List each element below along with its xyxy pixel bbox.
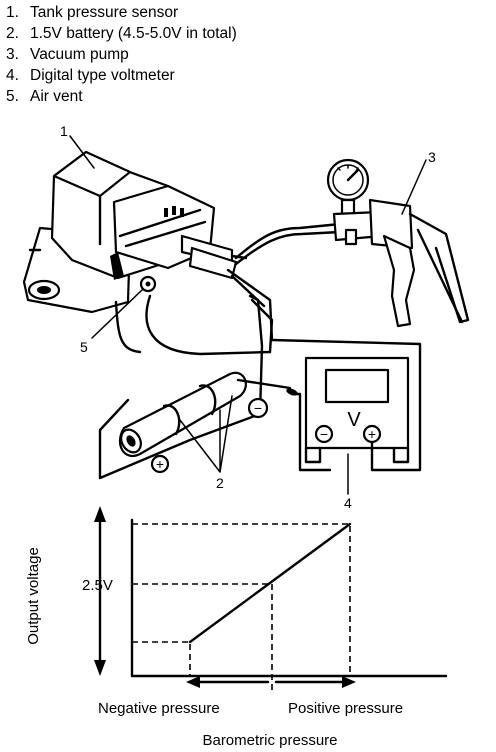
legend-item-2: 2.1.5V battery (4.5-5.0V in total) xyxy=(6,25,237,42)
callout-4: 4 xyxy=(344,495,352,511)
callout-1: 1 xyxy=(60,123,68,139)
output-voltage-graph xyxy=(94,506,448,692)
x-axis-label: Barometric pressure xyxy=(202,732,337,749)
callout-2: 2 xyxy=(216,475,224,491)
svg-text:−: − xyxy=(320,426,328,442)
min-guide xyxy=(132,641,191,676)
legend-item-5: 5.Air vent xyxy=(6,88,83,105)
legend-item-3: 3.Vacuum pump xyxy=(6,46,129,63)
negative-pressure-label: Negative pressure xyxy=(98,700,220,717)
callout-3: 3 xyxy=(428,149,436,165)
legend-item-4: 4.Digital type voltmeter xyxy=(6,67,175,84)
sensor-harness xyxy=(145,294,274,356)
svg-text:+: + xyxy=(156,456,164,472)
svg-text:+: + xyxy=(368,426,376,442)
voltmeter-v-symbol: V xyxy=(347,409,361,431)
battery-pack xyxy=(98,294,298,480)
hose-to-pump xyxy=(234,222,342,260)
digital-voltmeter: V − + xyxy=(304,356,410,464)
parts-legend: 1.Tank pressure sensor 2.1.5V battery (4… xyxy=(6,2,237,107)
voltmeter-minus-terminal xyxy=(314,424,334,444)
output-line xyxy=(188,522,352,644)
max-guide xyxy=(132,523,351,676)
y-tick-2-5v: 2.5V xyxy=(82,577,113,594)
tank-pressure-sensor xyxy=(22,150,248,314)
midpoint-guide xyxy=(132,583,273,692)
y-axis-label: Output voltage xyxy=(25,547,42,645)
vacuum-pump xyxy=(326,158,470,328)
callout-5: 5 xyxy=(80,339,88,355)
battery-plus-symbol: + xyxy=(150,454,170,474)
positive-pressure-label: Positive pressure xyxy=(288,700,403,717)
legend-item-1: 1.Tank pressure sensor xyxy=(6,4,179,21)
graph-axes xyxy=(130,518,448,678)
svg-text:−: − xyxy=(254,400,262,416)
battery-minus-symbol: − xyxy=(247,397,269,419)
